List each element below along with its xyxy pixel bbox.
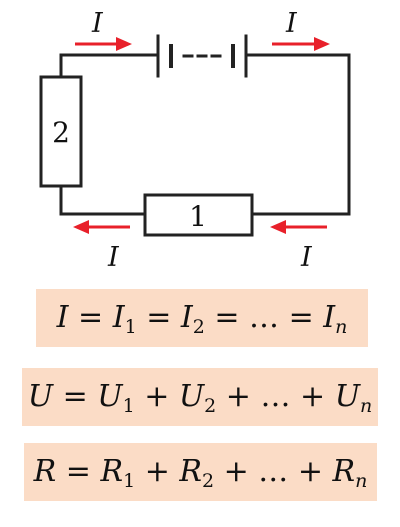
voltage-term: U1: [97, 379, 135, 417]
current-term-symbol: I: [180, 300, 193, 335]
voltage-term-symbol: U: [97, 379, 123, 414]
voltage-term: U2: [178, 379, 217, 417]
current-term: I1: [112, 300, 137, 338]
resistor-1: [143, 193, 254, 237]
current-label-top-right: I: [285, 8, 298, 39]
resistance-operator: +: [214, 454, 259, 489]
current-lhs: I: [56, 300, 69, 335]
voltage-term-subscript: 2: [204, 395, 217, 417]
current-arrow-bottom-left: [73, 220, 130, 234]
voltage-term-symbol: …: [260, 379, 291, 414]
resistance-term-subscript: 2: [201, 470, 215, 492]
resistance-term-subscript: 1: [123, 470, 136, 492]
resistance-term-symbol: …: [258, 454, 289, 489]
resistor-1-label: 1: [189, 200, 207, 233]
resistance-term: R2: [179, 454, 215, 492]
resistor-2-label: 2: [52, 116, 70, 149]
current-term: …: [249, 300, 279, 335]
resistance-equals: =: [56, 454, 101, 489]
current-term: I2: [180, 300, 205, 338]
voltage-term-subscript: n: [360, 395, 373, 417]
voltage-term: Un: [334, 379, 373, 417]
resistance-term: …: [258, 454, 288, 489]
formula-resistance: R = R1 + R2 + … + Rn: [24, 443, 377, 501]
wire-top-right: [244, 53, 351, 216]
resistance-term-symbol: R: [100, 454, 124, 489]
formula-voltage: U = U1 + U2 + … + Un: [22, 368, 378, 426]
current-arrow-top-right: [272, 37, 330, 51]
voltage-term-symbol: U: [334, 379, 360, 414]
voltage-equals: =: [53, 379, 98, 414]
current-operator: =: [279, 300, 324, 335]
series-circuit-diagram: 2 1 I I I I: [39, 8, 351, 273]
resistance-term-symbol: R: [179, 454, 202, 489]
resistance-term-symbol: R: [332, 454, 356, 489]
resistance-lhs: R: [33, 454, 57, 489]
resistance-term: Rn: [332, 454, 368, 492]
current-label-bottom-right: I: [300, 242, 313, 273]
current-arrow-bottom-right: [270, 220, 327, 234]
wire-bottom-left: [59, 184, 147, 216]
current-term-symbol: …: [249, 300, 280, 335]
formula-current: I = I1 = I2 = … = In: [36, 289, 368, 347]
current-arrow-top-left: [75, 37, 132, 51]
voltage-term-symbol: U: [178, 379, 205, 414]
current-label-top-left: I: [91, 8, 104, 39]
current-term-subscript: n: [335, 316, 348, 338]
voltage-operator: +: [290, 379, 335, 414]
current-operator: =: [136, 300, 181, 335]
voltage-operator: +: [134, 379, 179, 414]
resistance-operator: +: [288, 454, 333, 489]
resistor-2: [39, 75, 83, 188]
voltage-term: …: [260, 379, 290, 414]
current-term-subscript: 1: [124, 316, 137, 338]
voltage-term-subscript: 1: [122, 395, 135, 417]
current-term: In: [323, 300, 348, 338]
current-operator: =: [204, 300, 250, 335]
current-term-symbol: I: [323, 300, 336, 335]
resistance-operator: +: [135, 454, 180, 489]
current-equals: =: [68, 300, 113, 335]
current-label-bottom-left: I: [107, 242, 120, 273]
voltage-lhs: U: [27, 379, 54, 414]
voltage-operator: +: [216, 379, 261, 414]
current-term-subscript: 2: [192, 316, 205, 338]
wire-top-left: [59, 53, 160, 79]
resistance-term-subscript: n: [355, 470, 368, 492]
resistance-term: R1: [100, 454, 136, 492]
current-term-symbol: I: [112, 300, 125, 335]
